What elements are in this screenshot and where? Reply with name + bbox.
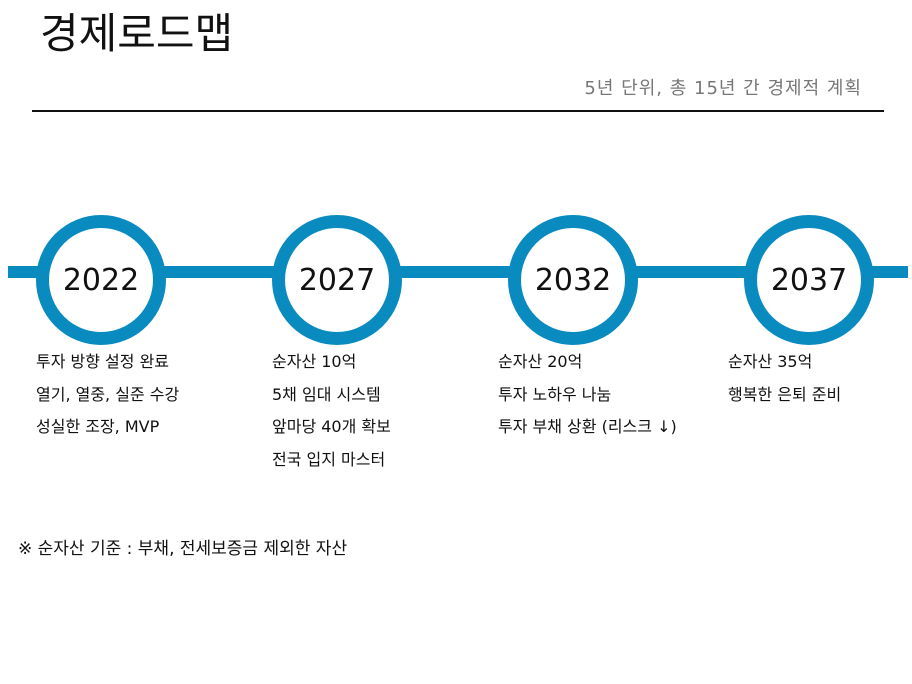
milestone-year-circle: 2032 <box>508 215 638 345</box>
milestone-item: 순자산 20억 <box>498 352 583 371</box>
milestone-item: 성실한 조장, MVP <box>36 417 160 436</box>
milestone-year: 2037 <box>770 262 848 298</box>
milestone-item: 전국 입지 마스터 <box>272 449 386 469</box>
footnote: ※ 순자산 기준 : 부채, 전세보증금 제외한 자산 <box>18 539 348 559</box>
milestone-year: 2022 <box>62 262 140 298</box>
milestone-year: 2032 <box>534 262 612 298</box>
milestone-item: 투자 방향 설정 완료 <box>36 352 170 371</box>
page-title: 경제로드맵 <box>40 9 234 58</box>
milestone-year-circle: 2037 <box>744 215 874 345</box>
milestone-item: 행복한 은퇴 준비 <box>728 384 842 404</box>
milestone-year-circle: 2027 <box>272 215 402 345</box>
milestone-item: 열기, 열중, 실준 수강 <box>36 384 180 404</box>
milestone-item: 앞마당 40개 확보 <box>272 417 391 436</box>
milestone-item: 투자 부채 상환 (리스크 ↓) <box>498 417 677 436</box>
milestone-item: 순자산 35억 <box>728 352 813 371</box>
milestone-item: 5채 임대 시스템 <box>272 384 381 404</box>
page-subtitle: 5년 단위, 총 15년 간 경제적 계획 <box>584 78 862 99</box>
milestone-year-circle: 2022 <box>36 215 166 345</box>
timeline-line <box>8 266 908 278</box>
milestone-item: 투자 노하우 나눔 <box>498 384 612 404</box>
milestone-year: 2027 <box>298 262 376 298</box>
milestone-item: 순자산 10억 <box>272 352 357 371</box>
title-divider <box>32 110 884 112</box>
